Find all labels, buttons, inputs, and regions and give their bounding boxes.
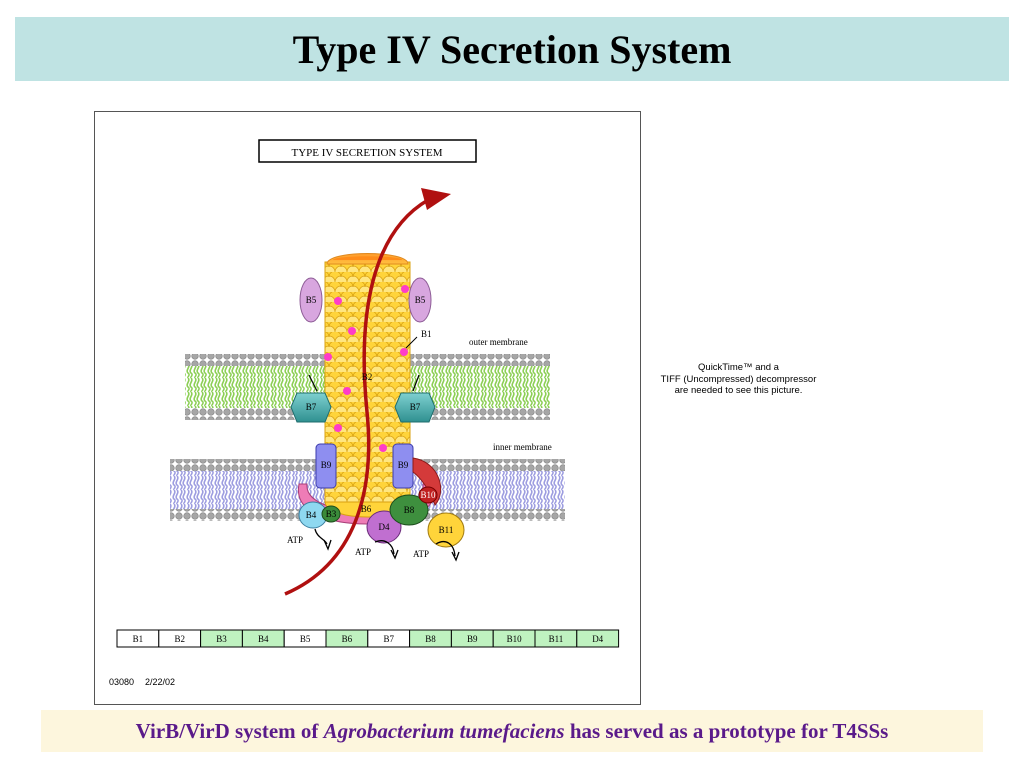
- legend-cell-b11: B11: [534, 629, 578, 648]
- legend-label-b6: B6: [342, 634, 353, 644]
- label-atp-2: ATP: [355, 547, 371, 557]
- b7-protein-left: [290, 392, 332, 423]
- legend-cell-b7: B7: [367, 629, 411, 648]
- label-b3: B3: [326, 509, 337, 519]
- secretion-arrow: [284, 188, 451, 596]
- legend-cell-b2: B2: [158, 629, 202, 648]
- slide-title: Type IV Secretion System: [292, 26, 732, 72]
- label-b7-right: B7: [410, 402, 421, 412]
- b7-protein-right: [394, 392, 436, 423]
- caption-species: Agrobacterium tumefaciens: [323, 718, 565, 743]
- b5-protein-left: [299, 277, 323, 323]
- legend-cell-d4: D4: [576, 629, 620, 648]
- placeholder-line-3: are needed to see this picture.: [674, 385, 803, 396]
- legend-cell-b10: B10: [492, 629, 536, 648]
- b3-protein: [321, 505, 341, 523]
- diagram-footer: 03080 2/22/02: [109, 677, 175, 687]
- legend-label-b11: B11: [549, 634, 564, 644]
- t4ss-diagram: TYPE IV SECRETION SYSTEM outer membrane …: [109, 139, 620, 687]
- label-b6: B6: [361, 504, 372, 514]
- label-b9-right: B9: [398, 460, 409, 470]
- label-b8: B8: [404, 505, 415, 515]
- label-b11: B11: [439, 525, 454, 535]
- legend-label-b8: B8: [425, 634, 436, 644]
- label-atp-3: ATP: [413, 549, 429, 559]
- caption-suffix: has served as a prototype for T4SSs: [564, 718, 889, 743]
- legend-cell-b1: B1: [116, 629, 160, 648]
- caption-prefix: VirB/VirD system of: [135, 718, 324, 743]
- legend-cell-b8: B8: [409, 629, 452, 648]
- legend-cell-b5: B5: [283, 629, 327, 648]
- label-b5-left: B5: [306, 295, 317, 305]
- label-b4: B4: [306, 510, 317, 520]
- label-b7-left: B7: [306, 402, 317, 412]
- component-labels: B5 B5 B1 B2 B7 B7 B9 B9 B6 B10 B4 B3 B8 …: [287, 295, 453, 559]
- inner-membrane-label: inner membrane: [493, 442, 552, 452]
- diagram-header-text: TYPE IV SECRETION SYSTEM: [291, 147, 442, 159]
- quicktime-placeholder: QuickTime™ and a TIFF (Uncompressed) dec…: [646, 362, 831, 397]
- label-b10: B10: [420, 490, 436, 500]
- b11-protein: [427, 512, 465, 548]
- legend-label-d4: D4: [592, 634, 603, 644]
- legend-cell-b9: B9: [450, 629, 494, 648]
- legend-cell-b3: B3: [200, 629, 243, 648]
- label-atp-1: ATP: [287, 535, 303, 545]
- b8-protein: [389, 494, 429, 526]
- legend-label-b10: B10: [507, 634, 523, 644]
- legend-strip: B1 B2 B3 B4 B5 B6 B7 B8 B9 B10 B11 D4: [116, 629, 620, 648]
- label-b9-left: B9: [321, 460, 332, 470]
- legend-label-b4: B4: [258, 634, 269, 644]
- label-b2: B2: [362, 372, 373, 382]
- legend-label-b5: B5: [300, 634, 311, 644]
- legend-label-b3: B3: [216, 634, 227, 644]
- placeholder-line-1: QuickTime™ and a: [698, 362, 779, 373]
- placeholder-line-2: TIFF (Uncompressed) decompressor: [660, 373, 817, 385]
- slide-caption: VirB/VirD system of Agrobacterium tumefa…: [41, 710, 983, 752]
- b1-dots: [324, 285, 409, 452]
- title-band: Type IV Secretion System: [15, 17, 1009, 81]
- atp-arrows: [314, 528, 460, 562]
- diagram-frame: TYPE IV SECRETION SYSTEM outer membrane …: [94, 111, 641, 705]
- legend-cell-b6: B6: [325, 629, 369, 648]
- legend-label-b1: B1: [133, 634, 144, 644]
- legend-label-b9: B9: [467, 634, 478, 644]
- legend-label-b2: B2: [174, 634, 185, 644]
- b5-protein-right: [408, 277, 432, 323]
- footer-code: 03080: [109, 677, 134, 687]
- d4-protein: [366, 510, 402, 544]
- b9-protein-left: [315, 443, 337, 489]
- label-b1: B1: [421, 329, 432, 339]
- label-d4: D4: [379, 522, 390, 532]
- label-b5-right: B5: [415, 295, 426, 305]
- footer-date: 2/22/02: [145, 677, 175, 687]
- legend-cell-b4: B4: [241, 629, 285, 648]
- legend-label-b7: B7: [383, 634, 394, 644]
- diagram-header-box: TYPE IV SECRETION SYSTEM: [258, 139, 477, 163]
- outer-membrane-label: outer membrane: [469, 337, 528, 347]
